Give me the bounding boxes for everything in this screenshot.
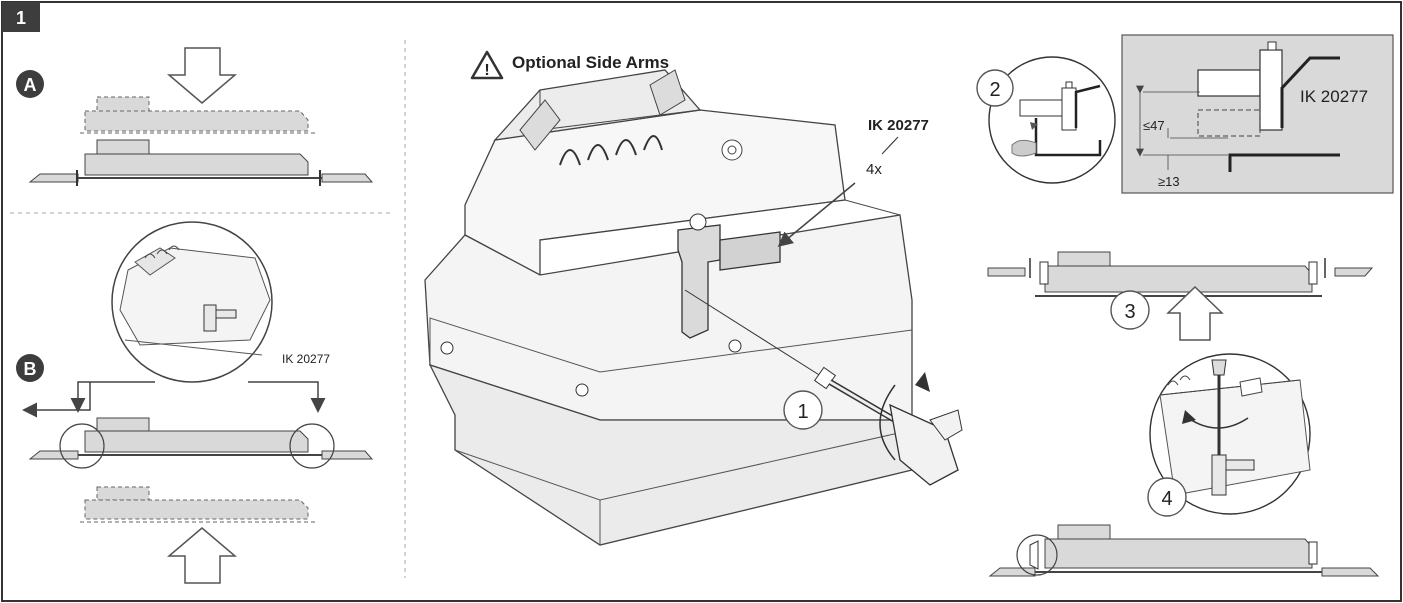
substep-3-badge bbox=[1110, 290, 1150, 330]
up-arrow-icon bbox=[166, 527, 238, 584]
section-a-badge bbox=[16, 70, 44, 98]
warning-title: Optional Side Arms bbox=[512, 53, 669, 72]
section-b: B IK 20277 bbox=[16, 221, 374, 584]
push-up-arrow-icon bbox=[1166, 285, 1224, 341]
section-a: A bbox=[16, 47, 374, 186]
luminaire-dashed bbox=[80, 96, 318, 134]
substep-3-drawing bbox=[987, 251, 1374, 341]
substep-1-badge bbox=[783, 390, 823, 430]
rotate-arrow-icon-2 bbox=[1187, 417, 1249, 429]
step-badge: 1 bbox=[2, 2, 40, 32]
substep-4-number: 4 bbox=[1161, 488, 1172, 510]
detail-dim-max: ≤47 bbox=[1143, 118, 1165, 133]
section-b-part-label: IK 20277 bbox=[282, 352, 330, 366]
screwdriver-illustration bbox=[813, 366, 963, 486]
part-label-leader bbox=[881, 136, 899, 155]
section-a-letter: A bbox=[24, 75, 37, 95]
left-leader-line bbox=[22, 382, 91, 418]
step-number: 1 bbox=[16, 8, 26, 28]
substep-4-badge bbox=[1147, 477, 1187, 517]
luminaire-b-dashed bbox=[80, 486, 318, 523]
substep-2-number: 2 bbox=[989, 79, 1000, 101]
substep-1-number: 1 bbox=[797, 401, 808, 423]
substep-4-detail bbox=[1149, 353, 1311, 515]
substep-3-number: 3 bbox=[1124, 301, 1135, 323]
substep-2-detail bbox=[988, 56, 1116, 184]
section-b-letter: B bbox=[24, 359, 37, 379]
detail-dim-min: ≥13 bbox=[1158, 174, 1180, 189]
luminaire-b-installed bbox=[28, 417, 374, 469]
main-quantity: 4x bbox=[866, 161, 882, 178]
warning-heading: ! Optional Side Arms bbox=[470, 50, 669, 80]
substep-4-drawing bbox=[988, 524, 1380, 577]
luminaire-main bbox=[424, 69, 913, 546]
svg-text:!: ! bbox=[484, 62, 489, 79]
side-arm-pointer-arrow bbox=[777, 182, 856, 247]
dimension-detail-box: ≤47 ≥13 IK 20277 bbox=[1121, 34, 1394, 194]
section-b-detail-zoom bbox=[111, 221, 273, 383]
warning-icon bbox=[470, 50, 504, 80]
rotate-arrow-icon bbox=[879, 384, 896, 461]
left-leader-arrow bbox=[70, 381, 155, 413]
right-leader-arrow bbox=[248, 381, 326, 413]
substep-2-badge bbox=[976, 69, 1014, 107]
detail-part-label: IK 20277 bbox=[1300, 87, 1368, 106]
luminaire-installed bbox=[28, 139, 374, 186]
down-arrow-icon bbox=[166, 47, 238, 104]
main-part-label: IK 20277 bbox=[868, 117, 929, 134]
section-b-badge bbox=[16, 354, 44, 382]
